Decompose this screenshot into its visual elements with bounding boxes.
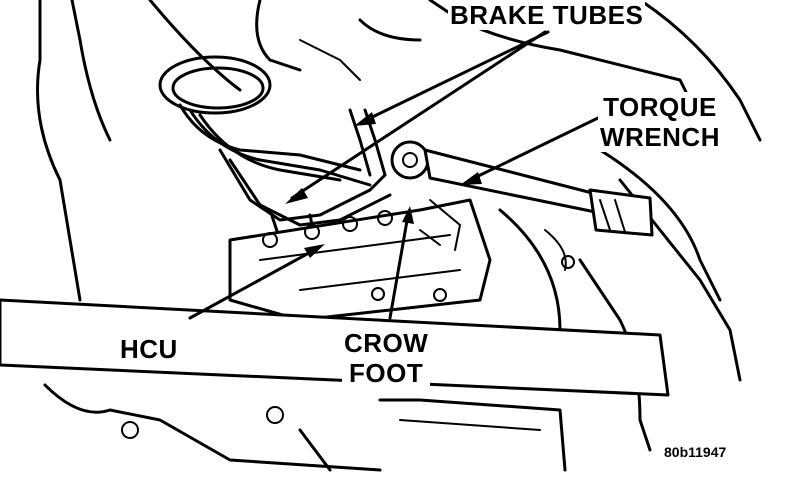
leader-arrows [188,30,600,320]
lower-structure [43,383,567,472]
hcu-unit [228,198,492,322]
crow-foot-label-line2: FOOT [349,358,424,388]
torque-wrench-label: TORQUE WRENCH [598,92,722,152]
crow-foot-label-line1: CROW [344,328,429,358]
crow-foot-label: CROW FOOT [342,328,431,388]
tube-coil [158,55,372,187]
torque-wrench-label-line2: WRENCH [600,122,720,152]
figure-code: 80b11947 [664,444,727,460]
torque-wrench [390,140,654,271]
brake-tubes-label: BRAKE TUBES [448,0,646,30]
torque-wrench-label-line1: TORQUE [603,92,717,122]
frame-rail [0,298,670,397]
hcu-label: HCU [118,334,180,364]
